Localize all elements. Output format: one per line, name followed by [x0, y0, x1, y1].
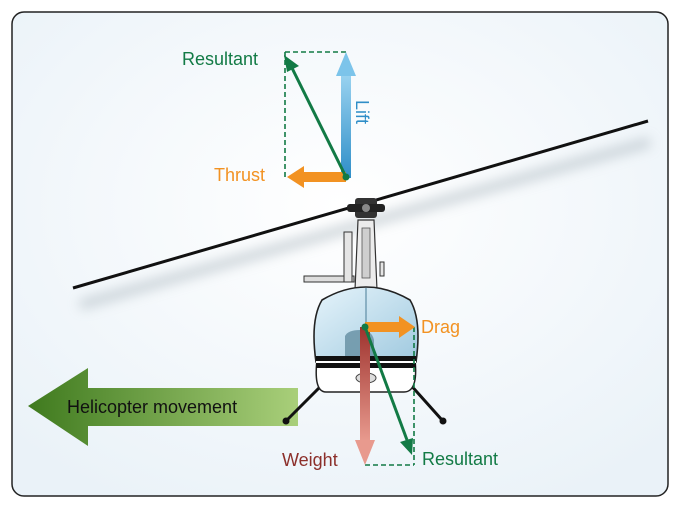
upper-force-box [284, 51, 347, 177]
resultant-arrow-top [284, 55, 348, 178]
rotor-mast [354, 219, 378, 291]
resultant-label-bottom: Resultant [422, 449, 498, 469]
lower-force-origin [361, 323, 369, 331]
thrust-arrow [287, 166, 346, 188]
rotor-hub [347, 198, 385, 218]
lift-arrow [336, 52, 356, 178]
lift-label: Lift [352, 100, 372, 124]
weight-arrow [355, 327, 375, 465]
helicopter-movement-arrow [28, 368, 298, 446]
lower-force-box [365, 327, 415, 466]
resultant-arrow-bottom [363, 326, 413, 455]
left-skid-foot [282, 417, 290, 425]
drag-arrow [365, 316, 415, 338]
drag-label: Drag [421, 317, 460, 337]
thrust-label: Thrust [214, 165, 265, 185]
right-skid-foot [439, 417, 447, 425]
tail-boom [303, 231, 385, 283]
diagram-frame [11, 11, 669, 497]
resultant-label-top: Resultant [182, 49, 258, 69]
weight-label: Weight [282, 450, 338, 470]
upper-force-origin [342, 173, 350, 181]
helicopter-movement-label: Helicopter movement [67, 397, 237, 417]
